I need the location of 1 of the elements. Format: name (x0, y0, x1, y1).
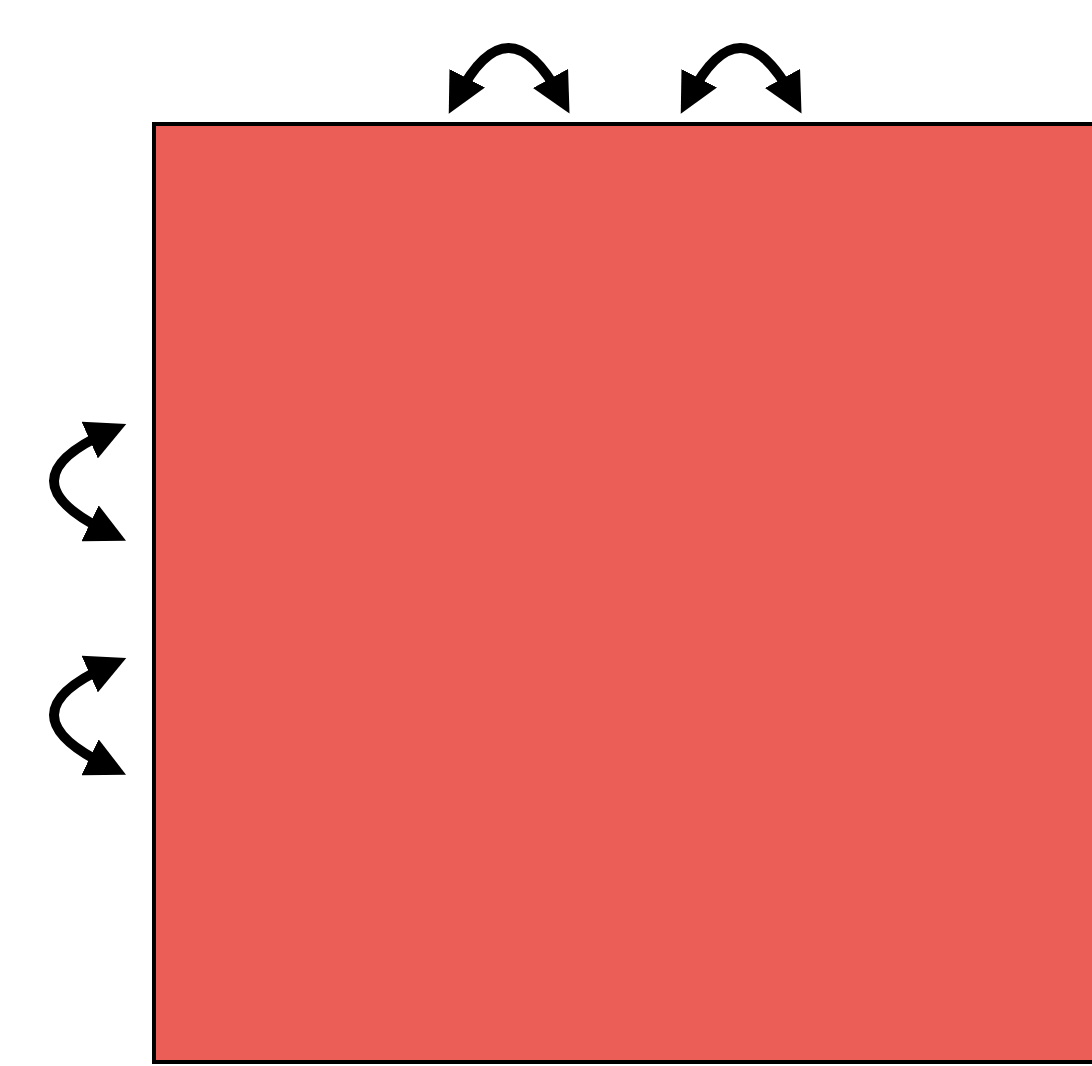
square-panel (152, 122, 1092, 1064)
